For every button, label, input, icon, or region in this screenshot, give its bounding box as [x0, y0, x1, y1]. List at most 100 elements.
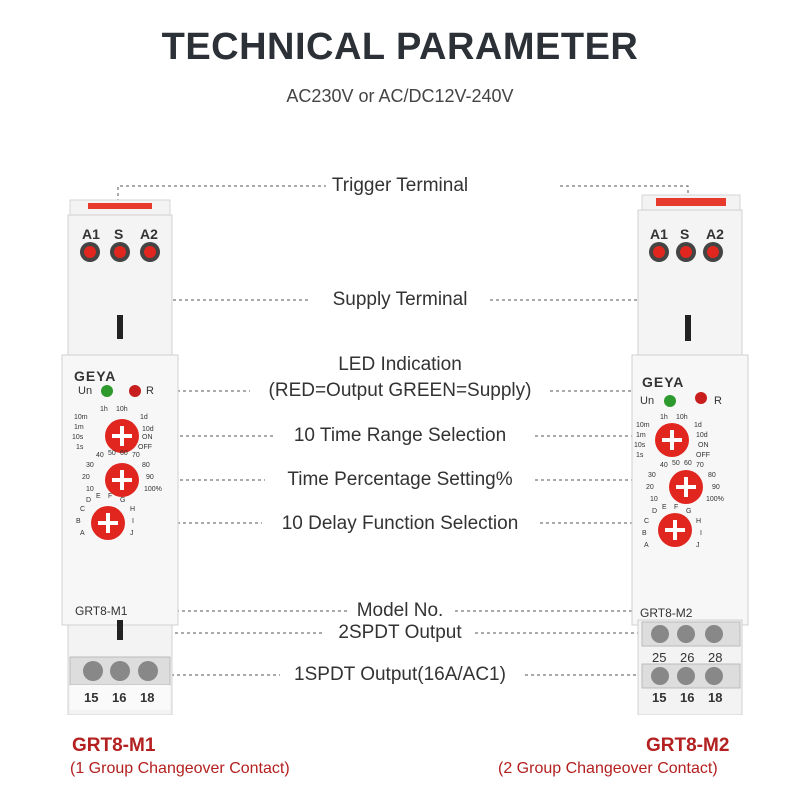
- left-caption-model: GRT8-M1: [72, 735, 156, 756]
- right-mark-50: 50: [672, 460, 680, 467]
- left-mark-10h: 10h: [116, 406, 128, 413]
- right-mark-b: B: [642, 530, 647, 537]
- left-mark-d: D: [86, 497, 92, 504]
- function-dial: [658, 513, 692, 547]
- right-mark-30: 30: [648, 472, 656, 479]
- time-percentage-label: Time Percentage Setting%: [281, 469, 519, 491]
- left-brand: GEYA: [74, 368, 117, 384]
- left-mark-a: A: [80, 530, 85, 537]
- right-led-un-label: Un: [640, 395, 655, 407]
- right-bottom-terminal-15: 15: [652, 690, 667, 705]
- right-mark-on: ON: [698, 442, 709, 449]
- page-subtitle: AC230V or AC/DC12V-240V: [286, 86, 514, 106]
- left-mark-i: I: [132, 518, 134, 525]
- right-bottom-terminal-16: 16: [680, 690, 695, 705]
- percentage-dial: [669, 470, 703, 504]
- right-mark-100: 100%: [706, 496, 724, 503]
- right-mark-70: 70: [696, 462, 704, 469]
- right-caption-desc: (2 Group Changeover Contact): [498, 760, 718, 777]
- left-mark-j: J: [130, 530, 134, 537]
- relay-device-right: [631, 194, 749, 715]
- right-led-r-label: R: [714, 395, 722, 407]
- left-terminal-s: S: [114, 226, 124, 242]
- left-mark-g: G: [120, 497, 126, 504]
- left-mark-20: 20: [82, 474, 90, 481]
- right-mark-1m: 1m: [636, 432, 646, 439]
- left-mark-1h: 1h: [100, 406, 108, 413]
- right-mark-90: 90: [712, 484, 720, 491]
- percentage-dial: [105, 463, 139, 497]
- page-title: TECHNICAL PARAMETER: [161, 26, 639, 68]
- right-mark-10: 10: [650, 496, 658, 503]
- left-caption-desc: (1 Group Changeover Contact): [70, 760, 290, 777]
- right-mark-d: D: [652, 508, 658, 515]
- right-mark-80: 80: [708, 472, 716, 479]
- right-mid-terminal-25: 25: [652, 650, 667, 665]
- right-mark-60: 60: [684, 460, 692, 467]
- right-mark-c: C: [644, 518, 650, 525]
- left-mark-80: 80: [142, 462, 150, 469]
- function-dial: [91, 506, 125, 540]
- left-mark-10d: 10d: [142, 426, 154, 433]
- led-indication-line2: (RED=Output GREEN=Supply): [268, 380, 532, 401]
- trigger-terminal-label: Trigger Terminal: [325, 175, 475, 197]
- right-mark-10h: 10h: [676, 414, 688, 421]
- left-bottom-terminal-15: 15: [84, 690, 99, 705]
- right-mark-40: 40: [660, 462, 668, 469]
- right-mid-terminal-28: 28: [708, 650, 723, 665]
- left-terminal-a2: A2: [140, 226, 158, 242]
- trigger-leader-left: [117, 185, 395, 232]
- left-mark-off: OFF: [138, 444, 152, 451]
- left-mark-on: ON: [142, 434, 153, 441]
- right-terminal-a2: A2: [706, 226, 724, 242]
- left-led-un-label: Un: [78, 385, 93, 397]
- right-mark-1s: 1s: [636, 452, 644, 459]
- right-mark-20: 20: [646, 484, 654, 491]
- time-range-label: 10 Time Range Selection: [287, 425, 513, 447]
- left-mark-70: 70: [132, 452, 140, 459]
- led-indication-line1: LED Indication: [338, 354, 462, 375]
- right-mark-off: OFF: [696, 452, 710, 459]
- top-terminal-screws: [649, 242, 723, 262]
- left-bottom-terminal-16: 16: [112, 690, 127, 705]
- left-mark-30: 30: [86, 462, 94, 469]
- left-led-r-label: R: [146, 385, 154, 397]
- left-mark-b: B: [76, 518, 81, 525]
- left-mark-50: 50: [108, 450, 116, 457]
- time-range-dial: [655, 423, 689, 457]
- right-mark-10s: 10s: [634, 442, 646, 449]
- top-terminal-screws: [80, 242, 160, 262]
- right-mark-g: G: [686, 508, 692, 515]
- delay-function-label: 10 Delay Function Selection: [275, 513, 525, 535]
- supply-terminal-label: Supply Terminal: [326, 289, 474, 311]
- left-model-label: GRT8-M1: [75, 604, 128, 618]
- right-mark-j: J: [696, 542, 700, 549]
- right-model-label: GRT8-M2: [640, 606, 693, 620]
- right-terminal-a1: A1: [650, 226, 668, 242]
- led-indication-label: LED Indication (RED=Output GREEN=Supply): [262, 352, 538, 404]
- left-mark-10m: 10m: [74, 414, 88, 421]
- output-2spdt-label: 2SPDT Output: [332, 622, 468, 644]
- left-mark-100: 100%: [144, 486, 162, 493]
- left-mark-10: 10: [86, 486, 94, 493]
- right-bottom-terminal-18: 18: [708, 690, 723, 705]
- right-caption-model: GRT8-M2: [646, 735, 730, 756]
- right-mark-1d: 1d: [694, 422, 702, 429]
- right-mark-e: E: [662, 504, 667, 511]
- right-mark-10m: 10m: [636, 422, 650, 429]
- left-mark-c: C: [80, 506, 86, 513]
- right-mid-terminal-26: 26: [680, 650, 695, 665]
- model-no-label: Model No.: [350, 600, 450, 622]
- right-mark-f: F: [674, 504, 679, 511]
- left-mark-10s: 10s: [72, 434, 84, 441]
- right-mark-h: H: [696, 518, 702, 525]
- left-mark-f: F: [108, 493, 113, 500]
- right-mark-1h: 1h: [660, 414, 668, 421]
- right-mark-10d: 10d: [696, 432, 708, 439]
- left-mark-60: 60: [120, 450, 128, 457]
- left-mark-90: 90: [146, 474, 154, 481]
- left-mark-h: H: [130, 506, 136, 513]
- left-bottom-terminal-18: 18: [140, 690, 155, 705]
- time-range-dial: [105, 419, 139, 453]
- left-mark-1m: 1m: [74, 424, 84, 431]
